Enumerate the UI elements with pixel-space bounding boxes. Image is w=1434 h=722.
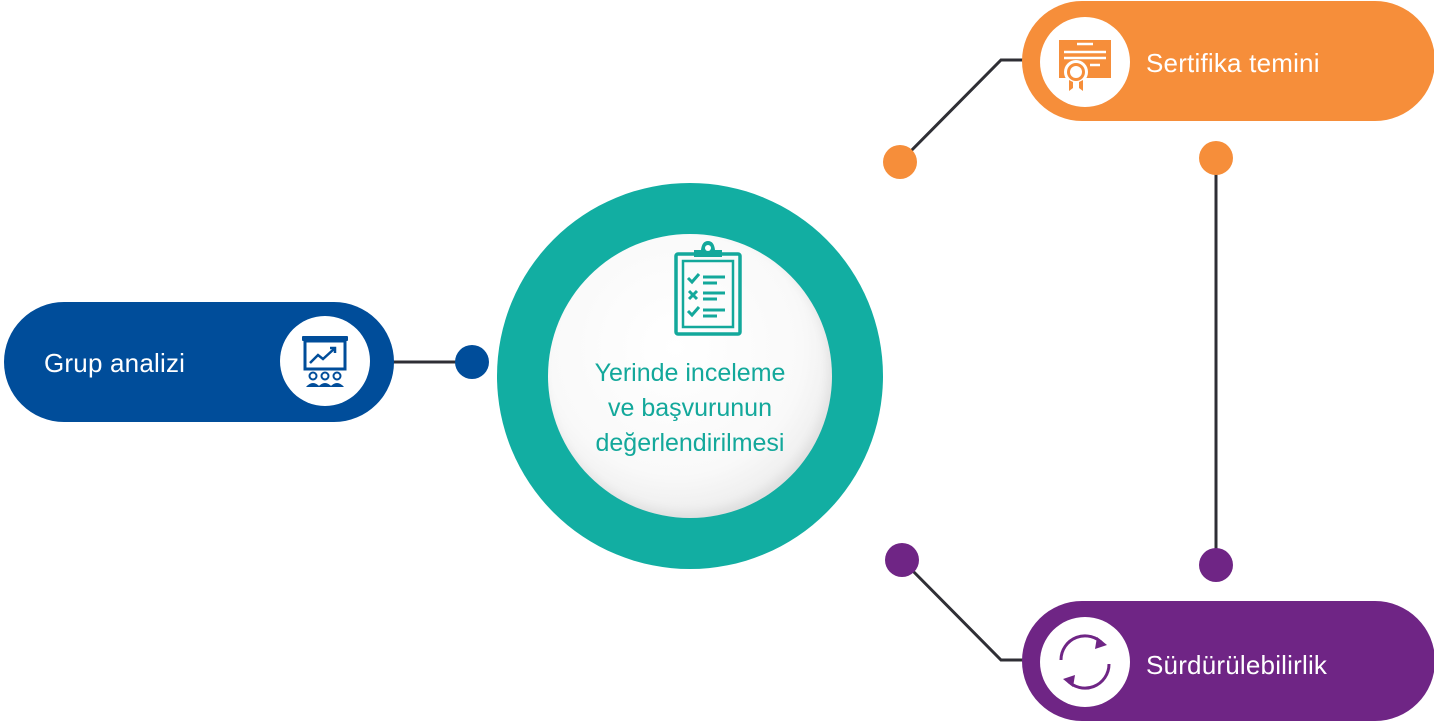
connector-dot-orange-right — [1199, 141, 1233, 175]
sustainability-label: Sürdürülebilirlik — [1146, 650, 1328, 680]
presentation-chart-icon — [280, 316, 370, 406]
certificate-icon — [1040, 17, 1130, 107]
group-analysis-pill: Grup analizi — [4, 302, 394, 422]
cycle-arrows-icon — [1040, 617, 1130, 707]
connector-cert-left — [898, 58, 1025, 164]
connector-dot-purple-left — [885, 543, 919, 577]
clipboard-checklist-icon — [670, 238, 746, 341]
certificate-pill: Sertifika temini — [1022, 1, 1434, 121]
center-title-line-1: Yerinde inceleme — [594, 359, 786, 387]
center-title-line-3: değerlendirilmesi — [595, 429, 785, 457]
connector-dot-blue — [455, 345, 489, 379]
group-analysis-label: Grup analizi — [44, 348, 186, 378]
connector-dot-orange-left — [883, 145, 917, 179]
connector-sust-left — [900, 558, 1025, 662]
center-title: Yerinde inceleme ve başvurunun değerlend… — [548, 356, 832, 461]
certificate-label: Sertifika temini — [1146, 48, 1320, 78]
center-title-line-2: ve başvurunun — [607, 394, 772, 422]
connector-dot-purple-right — [1199, 548, 1233, 582]
sustainability-pill: Sürdürülebilirlik — [1022, 601, 1434, 721]
